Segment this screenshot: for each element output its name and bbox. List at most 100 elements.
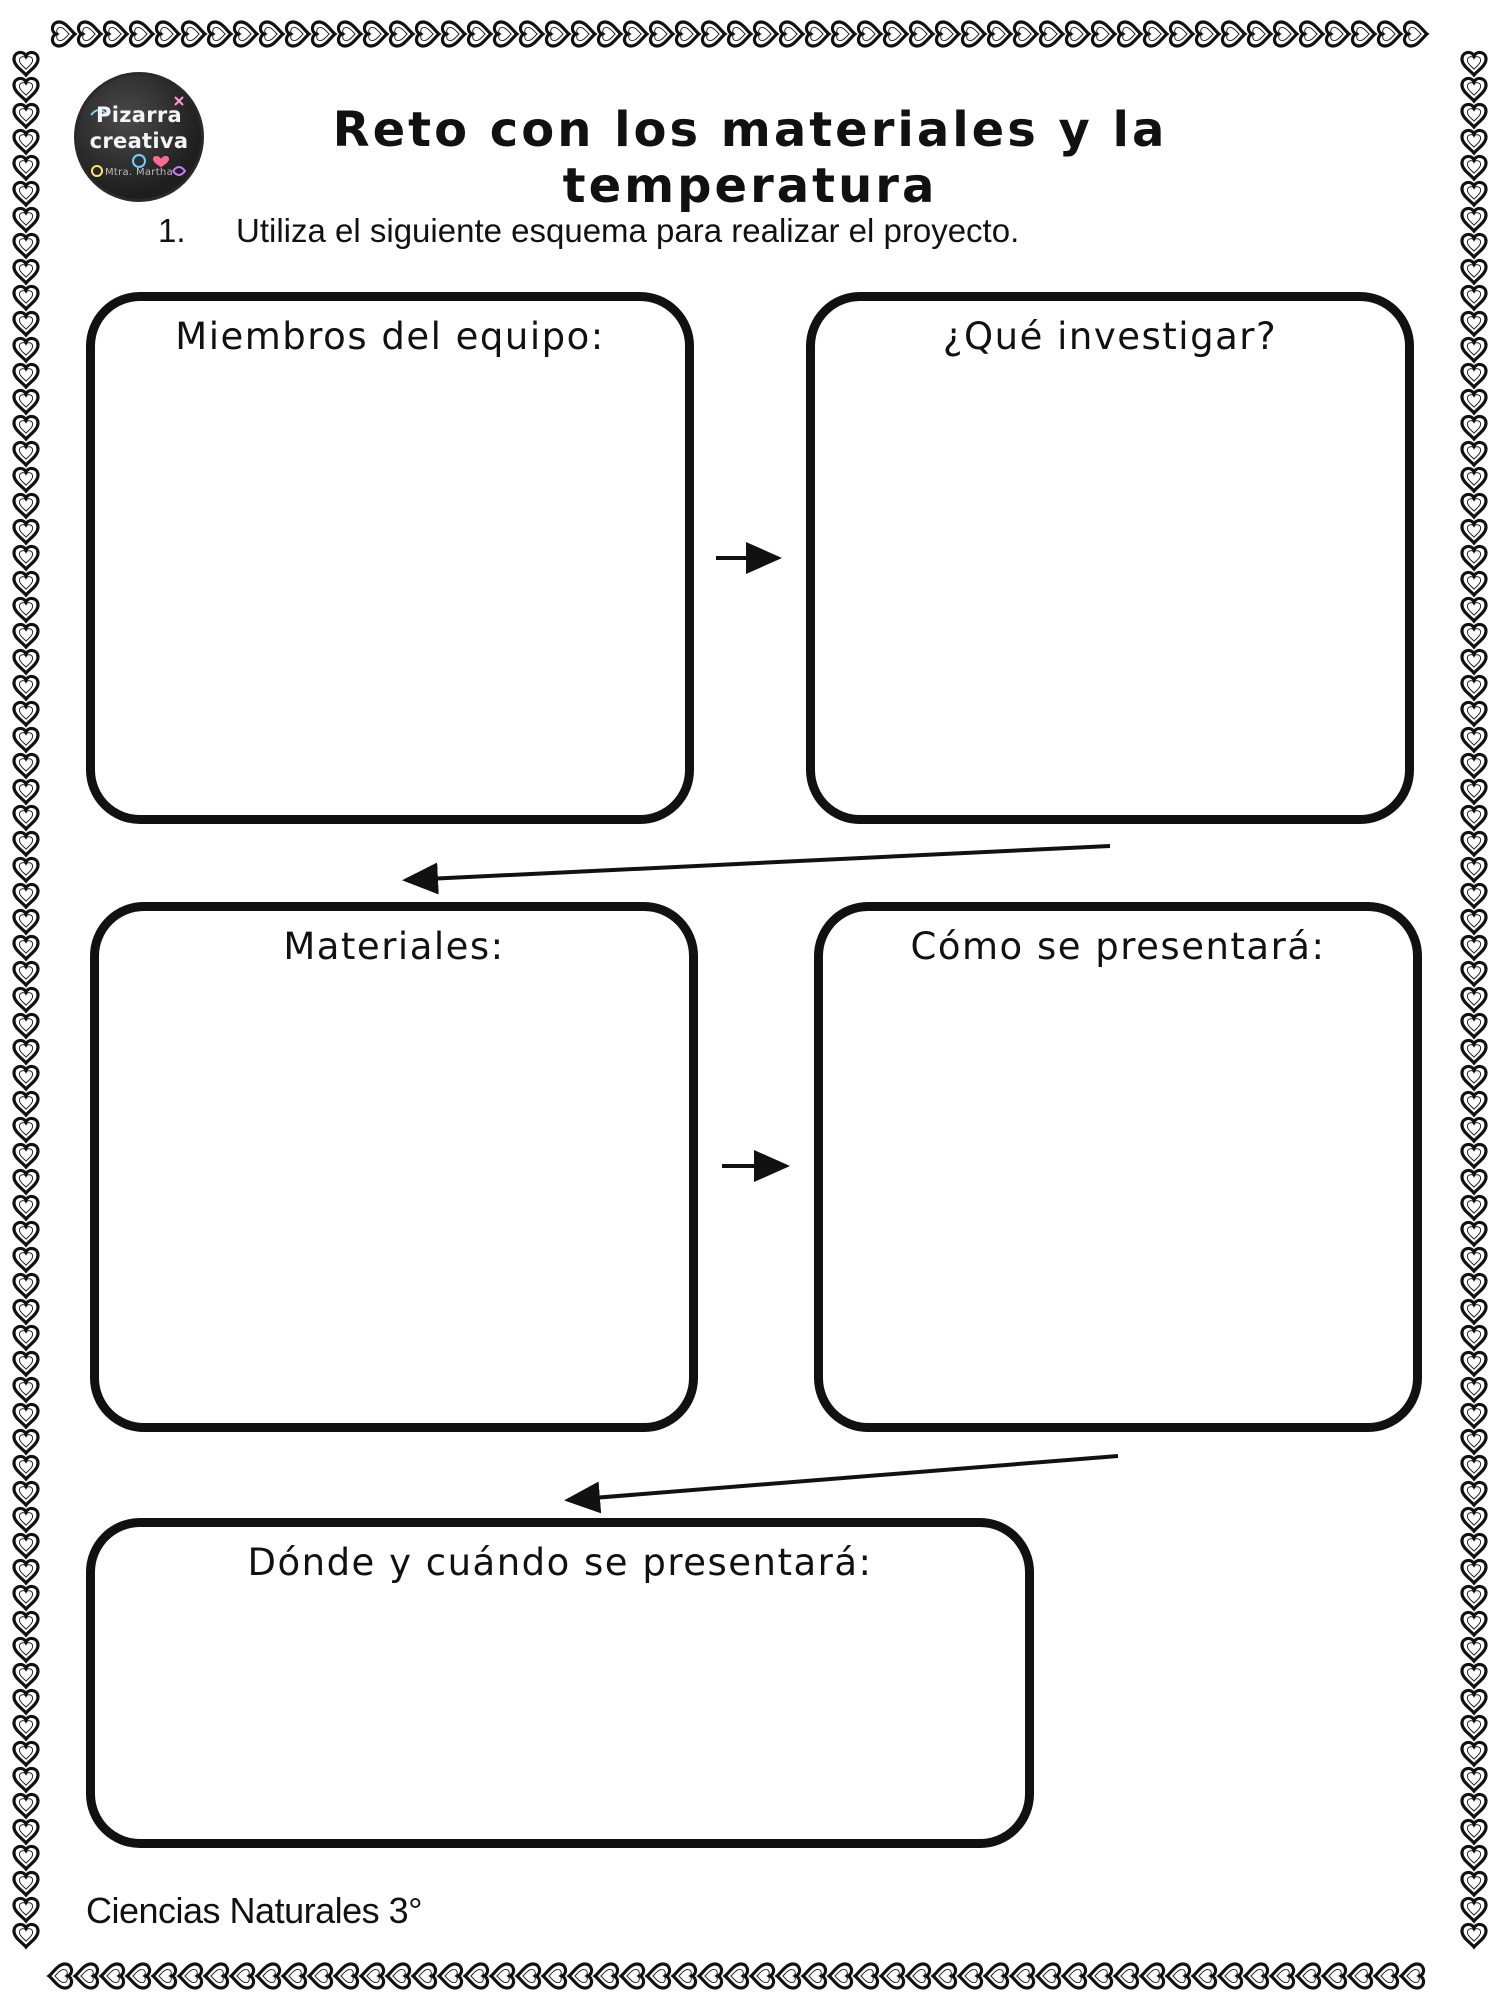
how-presented-writing-area[interactable] [843, 991, 1393, 1403]
materials-writing-area[interactable] [119, 991, 669, 1403]
heart-icon [388, 20, 416, 48]
what-to-research-writing-area[interactable] [835, 381, 1385, 795]
heart-icon [1268, 1962, 1296, 1990]
heart-icon [12, 1922, 40, 1950]
heart-icon [228, 1962, 256, 1990]
heart-icon [804, 20, 832, 48]
heart-icon [12, 1636, 40, 1664]
heart-icon [1460, 856, 1488, 884]
heart-icon [12, 856, 40, 884]
instruction: 1.Utiliza el siguiente esquema para real… [158, 212, 1019, 250]
heart-icon [1460, 1064, 1488, 1092]
heart-icon [1460, 414, 1488, 442]
heart-icon [12, 1870, 40, 1898]
heart-icon [72, 1962, 100, 1990]
heart-icon [12, 726, 40, 754]
team-members-writing-area[interactable] [115, 381, 665, 795]
heart-icon [1460, 206, 1488, 234]
heart-icon [12, 1116, 40, 1144]
where-when-writing-area[interactable] [115, 1607, 1005, 1819]
heart-icon [592, 1962, 620, 1990]
heart-icon [12, 1454, 40, 1482]
heart-icon [1460, 1220, 1488, 1248]
heart-icon [12, 414, 40, 442]
heart-icon [336, 20, 364, 48]
heart-icon [1116, 20, 1144, 48]
heart-icon [1460, 674, 1488, 702]
team-members-box: Miembros del equipo: [86, 292, 694, 824]
heart-icon [1460, 1818, 1488, 1846]
heart-icon [202, 1962, 230, 1990]
heart-icon [358, 1962, 386, 1990]
heart-icon [1460, 726, 1488, 754]
heart-icon [1012, 20, 1040, 48]
heart-icon [1460, 622, 1488, 650]
heart-icon [1460, 1012, 1488, 1040]
heart-icon [12, 1740, 40, 1768]
heart-icon [1376, 20, 1404, 48]
heart-icon [1460, 1246, 1488, 1274]
heart-icon [1460, 518, 1488, 546]
heart-icon [986, 20, 1014, 48]
heart-icon [596, 20, 624, 48]
heart-icon [518, 20, 546, 48]
heart-icon [12, 960, 40, 988]
heart-icon [46, 1962, 74, 1990]
heart-icon [1242, 1962, 1270, 1990]
heart-icon [280, 1962, 308, 1990]
heart-icon [410, 1962, 438, 1990]
heart-icon [830, 20, 858, 48]
heart-icon [1350, 20, 1378, 48]
heart-icon [12, 648, 40, 676]
heart-icon [180, 20, 208, 48]
heart-icon [12, 1142, 40, 1170]
heart-icon [176, 1962, 204, 1990]
heart-icon [310, 20, 338, 48]
heart-icon [12, 1168, 40, 1196]
heart-icon [1216, 1962, 1244, 1990]
heart-icon [1460, 1610, 1488, 1638]
heart-icon [934, 20, 962, 48]
heart-icon [622, 20, 650, 48]
heart-icon [12, 1610, 40, 1638]
heart-icon [1460, 830, 1488, 858]
heart-icon [1460, 934, 1488, 962]
heart-icon [12, 1298, 40, 1326]
heart-icon [1460, 1428, 1488, 1456]
heart-icon [12, 986, 40, 1014]
heart-icon [436, 1962, 464, 1990]
heart-icon [1460, 648, 1488, 676]
heart-icon [12, 1324, 40, 1352]
heart-icon [1460, 1194, 1488, 1222]
heart-icon [930, 1962, 958, 1990]
how-presented-box: Cómo se presentará: [814, 902, 1422, 1432]
heart-icon [1460, 102, 1488, 130]
heart-icon [1460, 180, 1488, 208]
heart-icon [1460, 284, 1488, 312]
heart-icon [1086, 1962, 1114, 1990]
heart-icon [1460, 1116, 1488, 1144]
heart-icon [306, 1962, 334, 1990]
heart-icon [1298, 20, 1326, 48]
heart-icon [566, 1962, 594, 1990]
heart-icon [206, 20, 234, 48]
heart-icon [12, 1012, 40, 1040]
heart-icon [1460, 76, 1488, 104]
heart-icon [232, 20, 260, 48]
heart-icon [1460, 1350, 1488, 1378]
heart-icon [1064, 20, 1092, 48]
heart-icon [12, 1090, 40, 1118]
heart-icon [1460, 1168, 1488, 1196]
materials-label: Materiales: [283, 925, 505, 968]
heart-icon [1460, 1454, 1488, 1482]
heart-icon [1460, 1324, 1488, 1352]
heart-icon [1460, 466, 1488, 494]
heart-icon [1460, 1480, 1488, 1508]
heart-icon [12, 1818, 40, 1846]
heart-icon [12, 1376, 40, 1404]
heart-icon [1034, 1962, 1062, 1990]
heart-icon [1460, 1688, 1488, 1716]
heart-icon [1190, 1962, 1218, 1990]
heart-icon [12, 1402, 40, 1430]
heart-icon [1460, 362, 1488, 390]
